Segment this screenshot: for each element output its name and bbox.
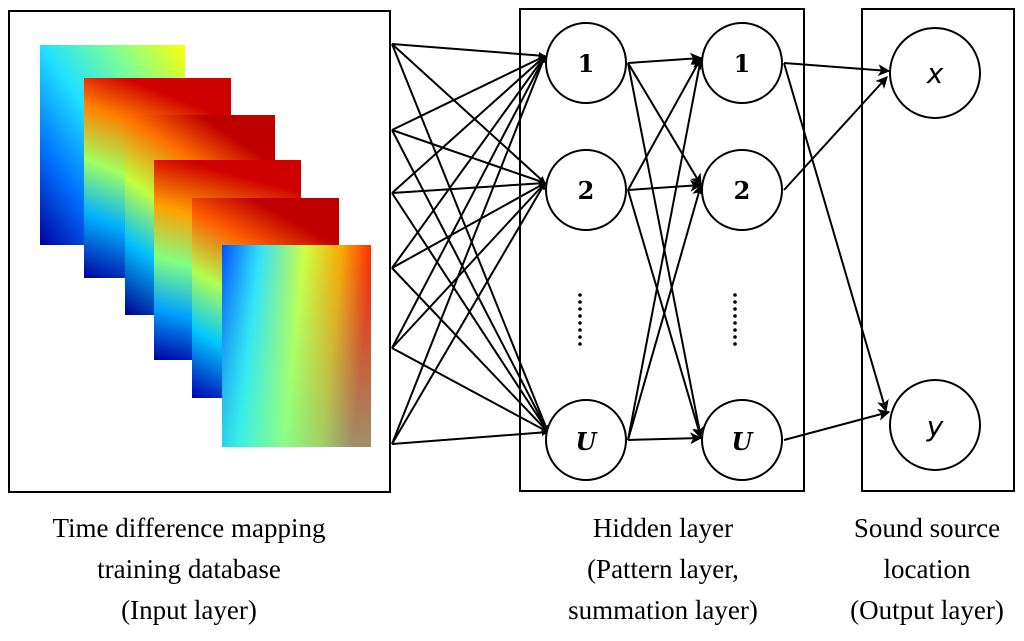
pattern-to-summation-3-1 [627,56,705,441]
input-to-pattern-5-2 [391,182,546,349]
hidden-caption-line-1: Hidden layer [592,513,734,543]
pattern-node-u [545,399,627,481]
hidden-caption-line-3: summation layer) [568,595,758,625]
summation-node-2-label: 2 [734,176,751,205]
input-caption-line-3: (Input layer) [121,595,257,625]
summation-1-to-x [783,62,891,77]
output-layer-caption: Sound source location (Output layer) [830,508,1024,631]
output-node-y [889,379,981,471]
input-to-pattern-2-1 [391,55,546,131]
pattern-node-1 [545,22,627,104]
summation-layer: 1 2 U [701,22,783,481]
input-layer-caption: Time difference mapping training databas… [0,508,378,631]
summation-node-1 [701,22,783,104]
input-to-pattern-1-2 [391,43,546,184]
hidden-caption-line-2: (Pattern layer, [587,554,739,584]
summation-2-to-x [783,76,888,191]
input-to-pattern-5-1 [391,55,546,349]
input-to-pattern-5-3 [391,347,549,433]
output-caption-line-1: Sound source [853,513,1001,543]
summation-node-2 [701,149,783,231]
input-to-pattern-1-3 [391,43,549,433]
pattern-node-u-label: U [576,427,599,456]
input-to-pattern-6-2 [391,182,546,445]
summation-1-to-y [783,62,889,413]
pattern-node-2 [545,149,627,231]
input-to-pattern-4-2 [391,182,546,269]
summation-u-to-y [783,408,891,441]
input-to-pattern-6-1 [391,55,546,445]
input-to-pattern-2-3 [391,129,549,433]
input-caption-line-1: Time difference mapping [52,513,326,543]
output-caption-line-2: location [883,554,971,584]
input-to-pattern-4-1 [391,55,546,269]
pattern-to-summation-3-3 [627,432,703,445]
output-node-y-label: y [926,410,944,443]
pattern-to-summation-1-1 [627,52,703,65]
pattern-to-summation-2-1 [627,56,702,191]
input-to-pattern-6-3 [391,428,549,445]
pattern-layer: 1 2 U [545,22,627,481]
pattern-node-2-label: 2 [578,176,595,205]
output-node-x-label: x [926,57,944,90]
summation-node-u-label: U [732,427,755,456]
input-caption-line-2: training database [97,554,281,584]
input-to-pattern-4-3 [391,267,549,433]
summation-node-u [701,399,783,481]
input-to-pattern-1-1 [391,43,546,59]
summation-node-1-label: 1 [734,49,751,78]
summation-ellipsis [733,293,737,346]
output-caption-line-3: (Output layer) [850,595,1004,625]
pattern-ellipsis [578,293,582,346]
input-to-pattern-2-2 [391,129,546,185]
input-to-pattern-3-2 [391,179,546,194]
pattern-to-summation-2-2 [627,179,703,192]
pattern-to-summation-3-2 [627,183,704,441]
hidden-layer-caption: Hidden layer (Pattern layer, summation l… [528,508,798,631]
output-layer: x y [889,27,981,471]
connections [391,43,891,445]
input-to-pattern-3-1 [391,55,546,194]
time-difference-maps [40,45,371,447]
output-node-x [889,27,981,119]
pattern-node-1-label: 1 [578,49,595,78]
